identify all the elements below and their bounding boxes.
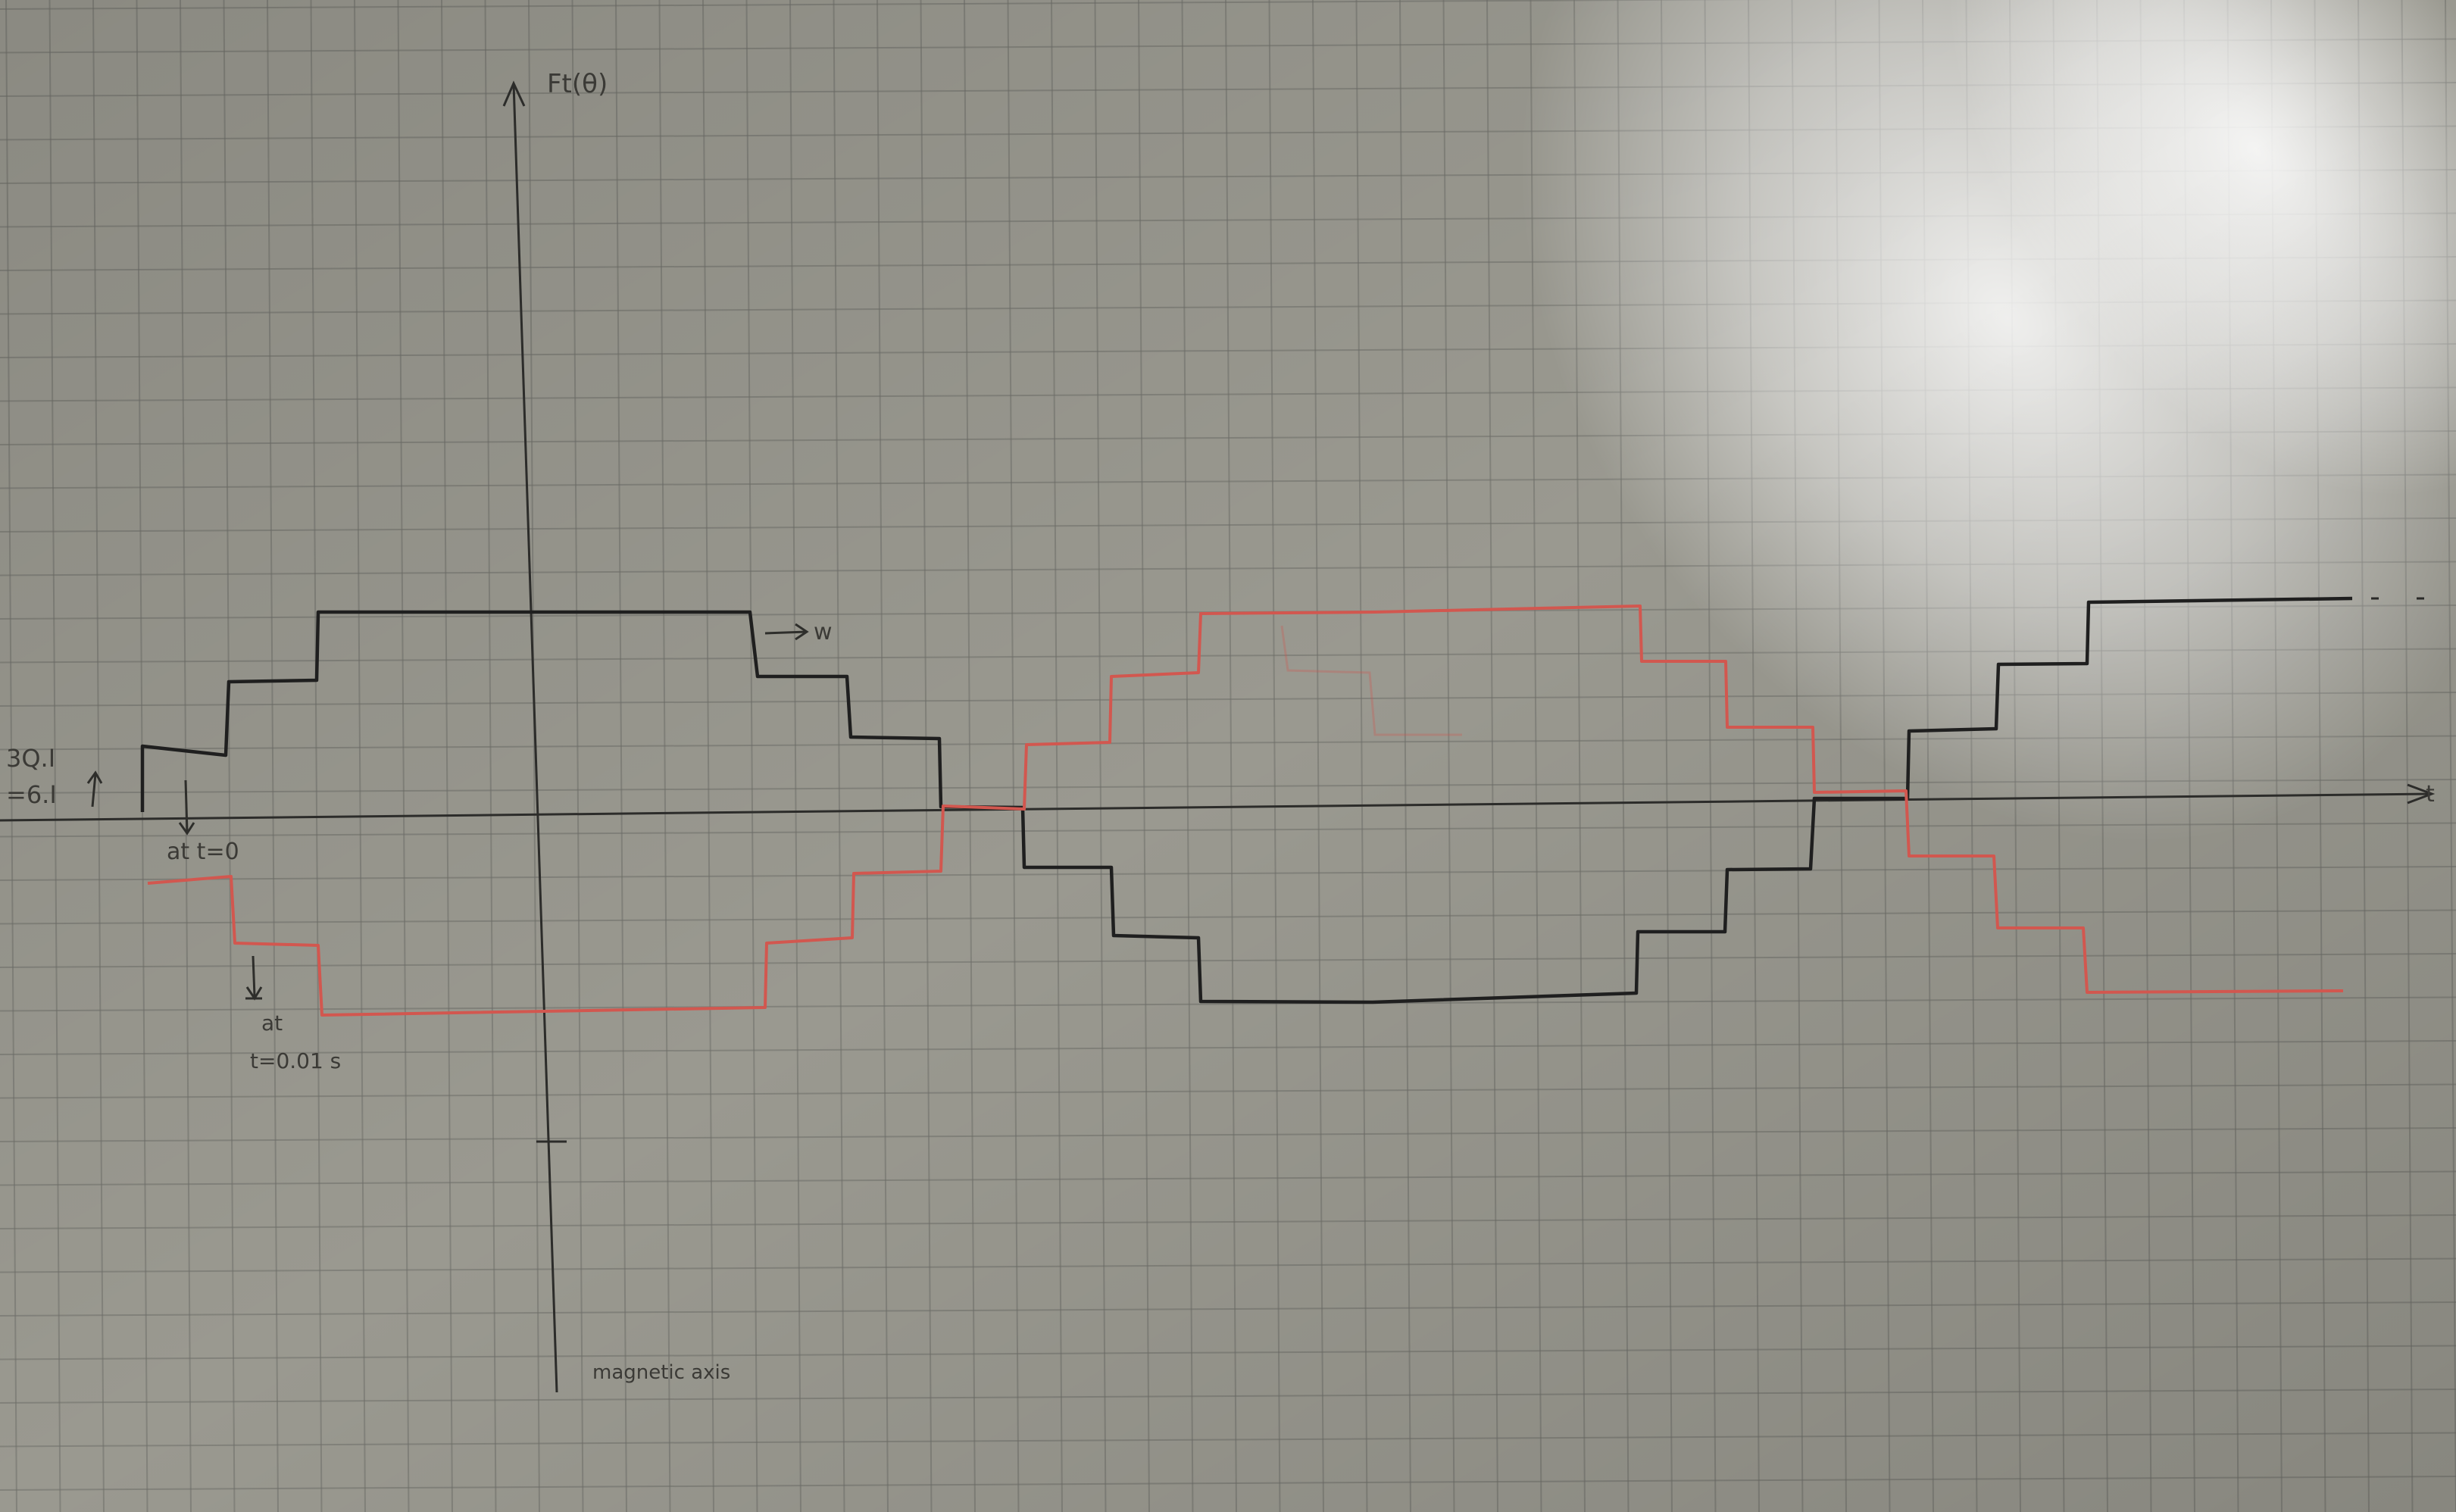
rotation-arrow-icon [764, 623, 809, 641]
t0-pointer-arrow [178, 779, 195, 836]
t0-label: at t=0 [167, 839, 239, 865]
erased-trace [1280, 625, 1462, 736]
x-axis-label: t [2426, 781, 2435, 808]
y-axis-label: Ft(θ) [547, 69, 608, 99]
t001-label-value: t=0.01 s [250, 1048, 341, 1073]
omega-label: w [814, 619, 833, 645]
amplitude-label-bottom: =6.I [6, 780, 57, 809]
t001-pointer-arrow [245, 955, 263, 1001]
amplitude-arrow-icon [86, 770, 103, 808]
t001-label-at: at [261, 1011, 283, 1036]
waveform-t001 [147, 604, 2344, 1017]
waveform-t0 [140, 596, 2353, 1004]
y-axis-arrow [502, 80, 526, 107]
axes [0, 80, 2436, 1393]
x-axis-arrow [2407, 783, 2436, 804]
amplitude-label-top: 3Q.I [6, 744, 55, 773]
magnetic-axis-label: magnetic axis [592, 1361, 730, 1384]
x-axis-line [0, 792, 2433, 822]
y-axis-line [512, 83, 558, 1393]
